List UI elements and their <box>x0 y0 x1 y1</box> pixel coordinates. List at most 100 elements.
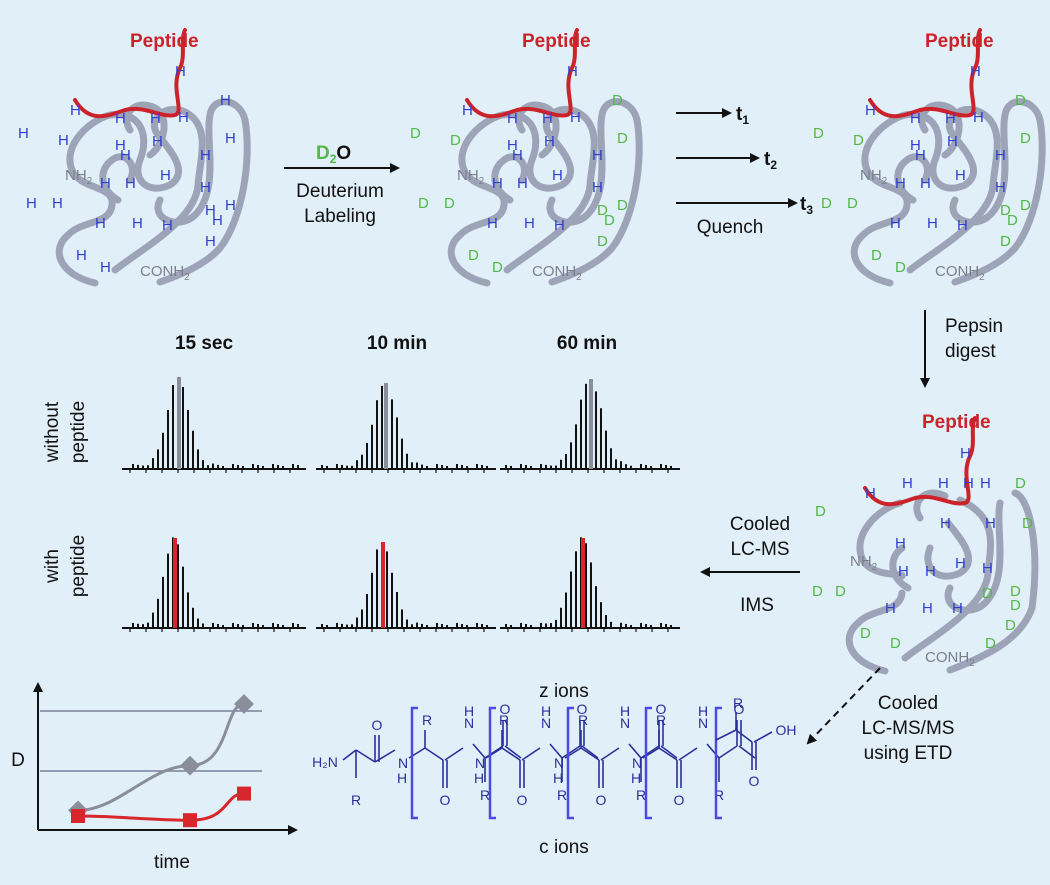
side-chain-r: R <box>636 787 646 803</box>
hydrogen-atom-5: H <box>507 137 518 154</box>
carbonyl-o: O <box>656 701 667 717</box>
row-with-line1: with <box>42 549 63 584</box>
amide-h: H <box>464 703 474 719</box>
hydrogen-atom-4: H <box>178 109 189 126</box>
carbonyl-o: O <box>749 773 760 789</box>
ims-label: IMS <box>740 595 774 616</box>
deuterium-atom-11: D <box>985 635 996 652</box>
hydrogen-atom-16: H <box>200 179 211 196</box>
side-chain-r: R <box>422 712 432 728</box>
spectrum-with-1 <box>316 542 496 632</box>
c-terminus-label: CONH2 <box>532 263 582 283</box>
deuterium-labeling-step: D2O Deuterium Labeling <box>284 143 400 227</box>
hydrogen-atom-2: H <box>902 475 913 492</box>
fragment-bracket <box>714 706 722 820</box>
lcms-step: Cooled LC-MS IMS <box>700 514 800 616</box>
deuterium-atom-1: D <box>813 125 824 142</box>
hydrogen-atom-15: H <box>100 175 111 192</box>
bond <box>561 745 581 759</box>
hydrogen-atom-13: H <box>160 167 171 184</box>
z-ions-label: z ions <box>539 681 589 702</box>
time-points: t1 t2 t3 Quench <box>676 104 813 238</box>
hydrogen-atom-4: H <box>570 109 581 126</box>
hydrogen-atom-15: H <box>554 217 565 234</box>
hydrogen-atom-14: H <box>524 215 535 232</box>
deuterium-atom-11: D <box>604 212 615 229</box>
bond <box>658 747 678 761</box>
spectrum-without-2 <box>500 379 680 473</box>
amide-n: N <box>632 755 642 771</box>
amide-n: N <box>554 755 564 771</box>
deuterium-atom-6: D <box>597 202 608 219</box>
bond <box>600 747 620 761</box>
peptide-label: Peptide <box>130 31 199 52</box>
hydrogen-atom-7: H <box>995 147 1006 164</box>
hydrogen-atom-1: H <box>70 102 81 119</box>
hydrogen-atom-27: H <box>212 212 223 229</box>
pepsin-line2: digest <box>945 341 996 362</box>
hydrogen-atom-8: H <box>915 147 926 164</box>
t1-label: t1 <box>736 104 749 127</box>
carbonyl-o: O <box>596 792 607 808</box>
hydrogen-atom-2: H <box>507 110 518 127</box>
peptide-label: Peptide <box>522 31 591 52</box>
hydrogen-atom-11: H <box>925 563 936 580</box>
uptake-marker-0-1 <box>180 755 200 776</box>
t3-label: t3 <box>800 194 813 217</box>
side-chain-r: R <box>499 712 509 728</box>
spectrum-without-1 <box>316 383 496 473</box>
amide-n: N <box>475 755 485 771</box>
amide-n: N <box>464 715 474 731</box>
side-chain-r: R <box>578 712 588 728</box>
hydrogen-atom-9: H <box>152 133 163 150</box>
deuterium-atom-2: D <box>853 132 864 149</box>
amide-h: H <box>698 703 708 719</box>
bond <box>753 731 773 743</box>
deuterium-atom-5: D <box>982 585 993 602</box>
deuterium-atom-0: D <box>612 92 623 109</box>
deuterium-atom-0: D <box>1015 92 1026 109</box>
hydrogen-atom-12: H <box>120 147 131 164</box>
hydrogen-atom-3: H <box>945 110 956 127</box>
hydrogen-atom-14: H <box>927 215 938 232</box>
bond <box>640 745 660 759</box>
peptide-fragmentation: z ions c ions H₂NRONHRONHRONHRONHRONHRON… <box>312 681 796 858</box>
hydrogen-atom-11: H <box>895 175 906 192</box>
hydrogen-atom-10: H <box>225 130 236 147</box>
uptake-plot: D time <box>11 682 298 873</box>
deuterium-atom-11: D <box>1007 212 1018 229</box>
carbonyl-o: O <box>500 701 511 717</box>
deuterium-atom-8: D <box>468 247 479 264</box>
bond <box>735 729 753 743</box>
hydrogen-atom-6: H <box>18 125 29 142</box>
side-chain-r: R <box>733 695 743 711</box>
deuterium-atom-7: D <box>860 625 871 642</box>
deuterium-atom-7: D <box>617 197 628 214</box>
hydrogen-atom-11: H <box>492 175 503 192</box>
amide-h: H <box>541 703 551 719</box>
carbonyl-o: O <box>577 701 588 717</box>
time-label-10min: 10 min <box>367 333 427 354</box>
hydrogen-atom-9: H <box>552 167 563 184</box>
hydrogen-atom-0: H <box>970 63 981 80</box>
time-label-15sec: 15 sec <box>175 333 234 354</box>
amide-n: N <box>541 715 551 731</box>
x-axis-label: time <box>154 852 190 873</box>
deuterium-atom-9: D <box>1005 617 1016 634</box>
bond <box>444 747 464 761</box>
hydrogen-atom-13: H <box>487 215 498 232</box>
hydrogen-atom-24: H <box>76 247 87 264</box>
hydrogen-atom-10: H <box>955 555 966 572</box>
side-chain-r: R <box>480 787 490 803</box>
deuterium-atom-10: D <box>1000 233 1011 250</box>
t2-label: t2 <box>764 149 777 172</box>
hydrogen-atom-12: H <box>995 179 1006 196</box>
hydrogen-atom-2: H <box>115 110 126 127</box>
fragment-bracket <box>488 706 496 820</box>
hydrogen-atom-7: H <box>592 147 603 164</box>
deuterium-atom-9: D <box>492 259 503 276</box>
deuterium-atom-0: D <box>1015 475 1026 492</box>
